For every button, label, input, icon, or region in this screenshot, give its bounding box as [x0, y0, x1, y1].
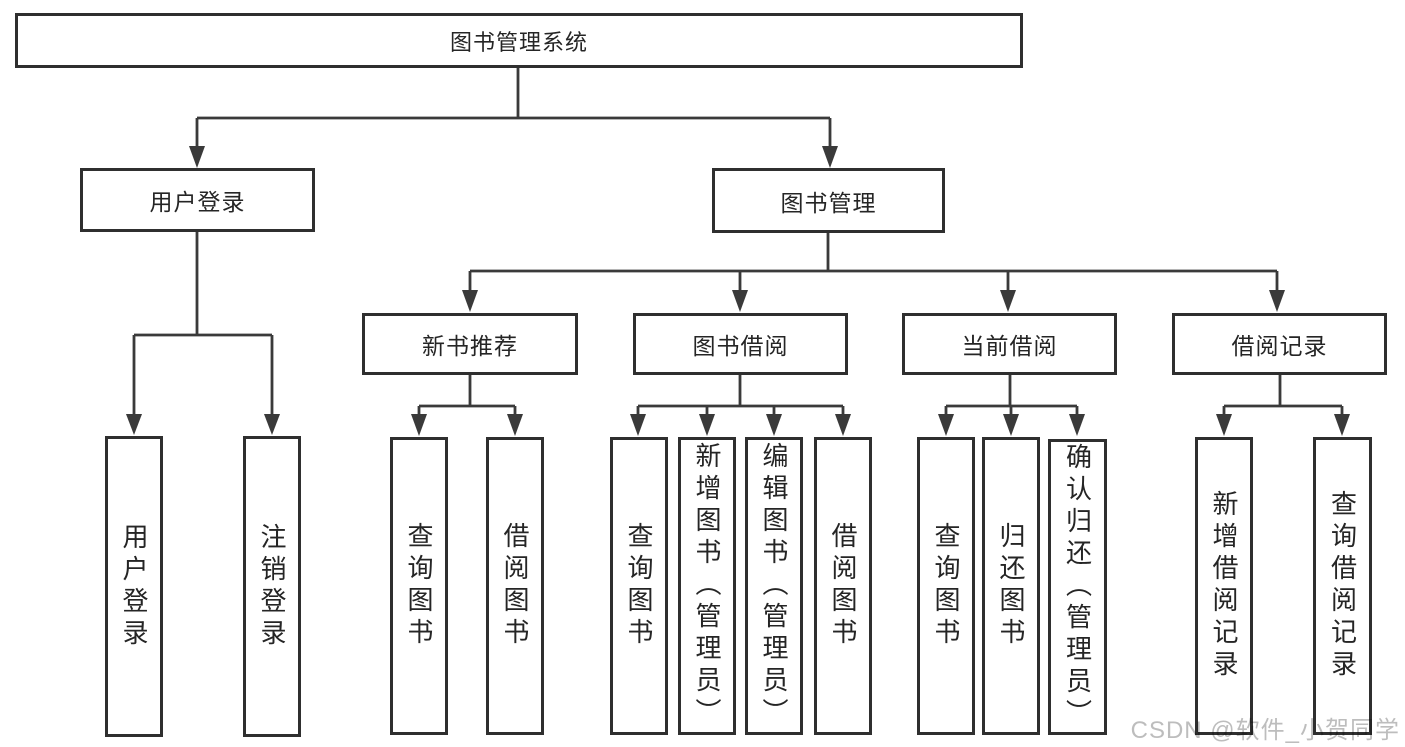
arrowhead [1003, 414, 1019, 436]
leaf-borrowing-edit-books-admin: 编辑图书（管理员） [745, 437, 803, 735]
leaf-recommend-borrow-books: 借阅图书 [486, 437, 544, 735]
node-label: 编辑图书（管理员） [759, 442, 789, 730]
leaf-borrowing-query-books: 查询图书 [610, 437, 668, 735]
arrowhead [630, 414, 646, 436]
arrowhead [126, 414, 142, 435]
node-label: 查询图书 [624, 522, 654, 650]
csdn-watermark: CSDN @软件_小贺同学 [1130, 717, 1400, 744]
arrowhead [1334, 414, 1350, 436]
node-label: 查询借阅记录 [1327, 490, 1358, 682]
node-label: 图书管理系统 [449, 29, 588, 55]
leaf-current-return-books: 归还图书 [982, 437, 1040, 735]
arrowhead [264, 414, 280, 435]
node-label: 借阅图书 [828, 522, 858, 650]
node-label: 用户登录 [119, 522, 149, 651]
connector-borrowing-children [636, 375, 845, 417]
node-label: 查询图书 [931, 522, 961, 650]
arrowhead [411, 414, 427, 436]
node-label: 借阅图书 [500, 522, 530, 650]
node-new-book-recommendation: 新书推荐 [362, 313, 578, 375]
node-library-management-system: 图书管理系统 [15, 13, 1023, 68]
arrowhead [766, 414, 782, 436]
leaf-logout: 注销登录 [243, 436, 301, 737]
arrowhead [462, 290, 478, 312]
connector-management-fanout [468, 233, 1279, 293]
arrowhead [507, 414, 523, 436]
leaf-current-confirm-return-admin: 确认归还（管理员） [1048, 439, 1107, 735]
leaf-borrowing-add-books-admin: 新增图书（管理员） [678, 437, 736, 735]
node-borrowing-records: 借阅记录 [1172, 313, 1387, 375]
node-label: 当前借阅 [961, 333, 1058, 359]
leaf-borrowing-borrow-books: 借阅图书 [814, 437, 872, 735]
leaf-current-query-books: 查询图书 [917, 437, 975, 735]
node-label: 图书借阅 [692, 333, 789, 359]
connector-records-children [1222, 375, 1344, 417]
node-label: 新增借阅记录 [1209, 490, 1239, 682]
connector-current-children [944, 375, 1079, 417]
node-book-borrowing: 图书借阅 [633, 313, 848, 375]
node-label: 新增图书（管理员） [692, 442, 722, 730]
node-label: 归还图书 [996, 522, 1026, 650]
arrowhead [732, 290, 748, 312]
node-label: 新书推荐 [422, 333, 518, 359]
node-user-login: 用户登录 [80, 168, 315, 232]
node-label: 借阅记录 [1231, 333, 1328, 359]
node-label: 图书管理 [780, 189, 877, 216]
connector-login-branch [132, 232, 274, 416]
connector-root-to-level2 [195, 68, 832, 150]
connector-recommend-children [417, 375, 517, 417]
node-label: 用户登录 [149, 189, 246, 215]
node-book-management: 图书管理 [712, 168, 945, 233]
arrowhead [1216, 414, 1232, 436]
node-label: 确认归还（管理员） [1062, 443, 1093, 731]
leaf-records-query-borrowing-record: 查询借阅记录 [1313, 437, 1372, 735]
arrowhead [189, 146, 205, 168]
arrowhead [822, 146, 838, 168]
arrowhead [1069, 414, 1085, 436]
leaf-records-add-borrowing-record: 新增借阅记录 [1195, 437, 1253, 735]
arrowhead [938, 414, 954, 436]
node-current-borrowing: 当前借阅 [902, 313, 1117, 375]
node-label: 注销登录 [257, 522, 287, 651]
node-label: 查询图书 [404, 522, 434, 650]
arrowhead [1269, 290, 1285, 312]
leaf-recommend-query-books: 查询图书 [390, 437, 448, 735]
arrowhead [835, 414, 851, 436]
leaf-user-login: 用户登录 [105, 436, 163, 737]
arrowhead [699, 414, 715, 436]
arrowhead [1000, 290, 1016, 312]
